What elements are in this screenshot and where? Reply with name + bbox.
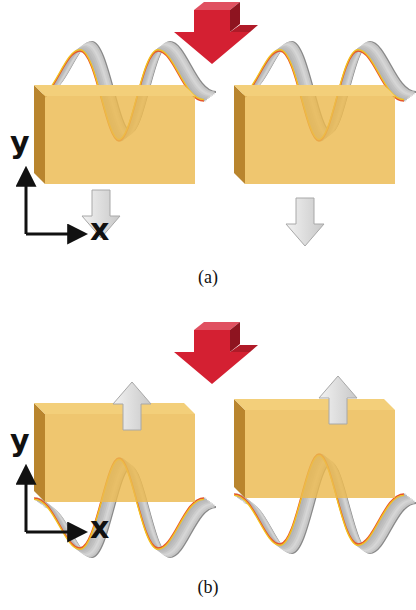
load-arrow <box>174 322 258 384</box>
block <box>34 403 195 502</box>
panel-caption: (b) <box>198 578 219 596</box>
motion-arrow <box>319 376 357 424</box>
panel-a <box>26 2 416 246</box>
y-axis <box>25 468 28 532</box>
motion-arrow <box>113 382 151 430</box>
axis-label: x <box>90 215 109 245</box>
x-axis <box>26 233 84 236</box>
motion-arrow <box>286 198 324 246</box>
x-axis <box>26 531 84 534</box>
load-arrow <box>174 2 258 64</box>
axis-label: y <box>10 128 30 158</box>
panel-caption: (a) <box>198 268 218 286</box>
block <box>34 85 195 184</box>
panel-b <box>26 322 416 557</box>
axis-label: y <box>10 426 30 456</box>
block <box>234 399 395 498</box>
axis-label: x <box>90 513 109 543</box>
block <box>234 85 395 184</box>
y-axis <box>25 170 28 234</box>
